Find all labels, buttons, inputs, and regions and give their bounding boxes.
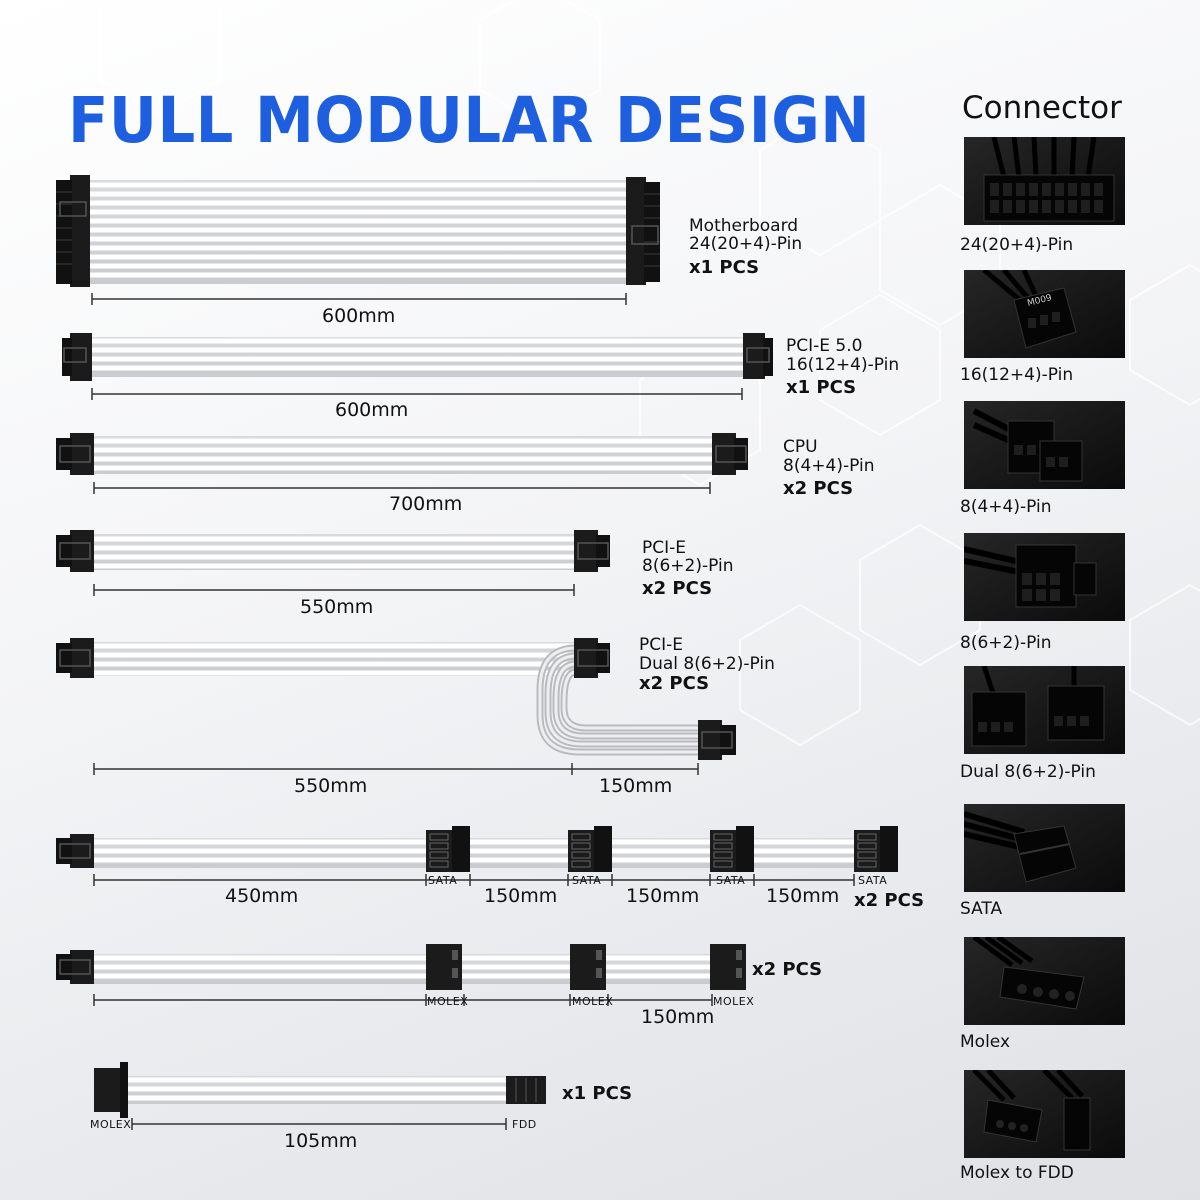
sata-tag: SATA bbox=[858, 874, 888, 887]
sata-length-first: 450mm bbox=[225, 885, 299, 907]
molex-cable bbox=[56, 944, 746, 1006]
pcie5-connector-left bbox=[70, 333, 92, 381]
molex-tag: MOLEX bbox=[427, 995, 469, 1008]
pcie-8pin-connector-photo-icon bbox=[964, 533, 1125, 621]
molex-length: 150mm bbox=[641, 1006, 715, 1028]
pcie5-name: PCI-E 5.0 bbox=[786, 336, 863, 356]
page-title: FULL MODULAR DESIGN bbox=[68, 84, 871, 157]
pcie-dual-main-length: 550mm bbox=[294, 775, 368, 797]
motherboard-qty: x1 PCS bbox=[689, 257, 760, 278]
molex-tag: MOLEX bbox=[572, 995, 614, 1008]
pcie-cable bbox=[56, 530, 610, 596]
sata-length: 150mm bbox=[766, 885, 840, 907]
sata-cable bbox=[56, 826, 898, 886]
pcie-qty: x2 PCS bbox=[642, 578, 713, 599]
sata-connector-photo-icon bbox=[964, 804, 1125, 892]
fdd-length: 105mm bbox=[284, 1130, 358, 1152]
molex-qty: x2 PCS bbox=[752, 959, 823, 980]
cpu-length: 700mm bbox=[389, 493, 463, 515]
cpu-pins: 8(4+4)-Pin bbox=[783, 456, 875, 476]
dimension-line bbox=[91, 293, 627, 305]
sata-tag: SATA bbox=[428, 874, 458, 887]
connector-label: 8(4+4)-Pin bbox=[960, 497, 1052, 517]
sata-length: 150mm bbox=[626, 885, 700, 907]
motherboard-pins: 24(20+4)-Pin bbox=[689, 234, 803, 254]
pcie5-length: 600mm bbox=[335, 399, 409, 421]
cpu-8pin-connector-photo-icon bbox=[964, 401, 1125, 489]
motherboard-name: Motherboard bbox=[689, 216, 799, 236]
pcie-dual-name: PCI-E bbox=[639, 635, 684, 655]
pcie5-connector-right bbox=[743, 333, 765, 379]
connector-label: Dual 8(6+2)-Pin bbox=[960, 762, 1096, 782]
pcie-dual-branch-length: 150mm bbox=[599, 775, 673, 797]
sata-length: 150mm bbox=[484, 885, 558, 907]
connector-label: Molex to FDD bbox=[960, 1163, 1074, 1183]
dual-pcie-connector-photo-icon bbox=[964, 666, 1125, 754]
fdd-end-tag: FDD bbox=[512, 1118, 537, 1131]
atx-24pin-connector-photo-icon bbox=[964, 137, 1125, 225]
fdd-qty: x1 PCS bbox=[562, 1083, 633, 1104]
fdd-start-tag: MOLEX bbox=[90, 1118, 132, 1131]
connector-label: 8(6+2)-Pin bbox=[960, 633, 1052, 653]
molex-fdd-connector-photo-icon bbox=[964, 1070, 1125, 1158]
pcie-dual-qty: x2 PCS bbox=[639, 673, 710, 694]
sata-qty: x2 PCS bbox=[854, 890, 925, 911]
pcie5-pins: 16(12+4)-Pin bbox=[786, 355, 900, 375]
pcie5-qty: x1 PCS bbox=[786, 377, 857, 398]
connector-label: Molex bbox=[960, 1032, 1011, 1052]
pcie5-16pin-connector-photo-icon: M009 bbox=[964, 270, 1125, 358]
sata-tag: SATA bbox=[716, 874, 746, 887]
atx-connector-right bbox=[626, 177, 660, 285]
pcie-dual-cable bbox=[56, 638, 736, 775]
cpu-name: CPU bbox=[783, 437, 818, 457]
molex-tag: MOLEX bbox=[713, 995, 755, 1008]
connector-label: 24(20+4)-Pin bbox=[960, 235, 1074, 255]
sata-tag: SATA bbox=[572, 874, 602, 887]
connector-label: SATA bbox=[960, 899, 1003, 919]
cpu-cable bbox=[56, 433, 748, 494]
molex-connector-photo-icon bbox=[964, 937, 1125, 1025]
pcie-length: 550mm bbox=[300, 596, 374, 618]
pcie5-cable bbox=[62, 333, 773, 400]
connector-heading: Connector bbox=[962, 90, 1122, 126]
pcie-pins: 8(6+2)-Pin bbox=[642, 556, 734, 576]
fdd-cable bbox=[94, 1062, 546, 1130]
pcie-dual-pins: Dual 8(6+2)-Pin bbox=[639, 654, 775, 674]
pcie-name: PCI-E bbox=[642, 538, 687, 558]
motherboard-cable bbox=[56, 175, 660, 305]
connector-label: 16(12+4)-Pin bbox=[960, 365, 1074, 385]
motherboard-length: 600mm bbox=[322, 305, 396, 327]
cpu-qty: x2 PCS bbox=[783, 478, 854, 499]
atx-connector-left bbox=[56, 175, 90, 287]
